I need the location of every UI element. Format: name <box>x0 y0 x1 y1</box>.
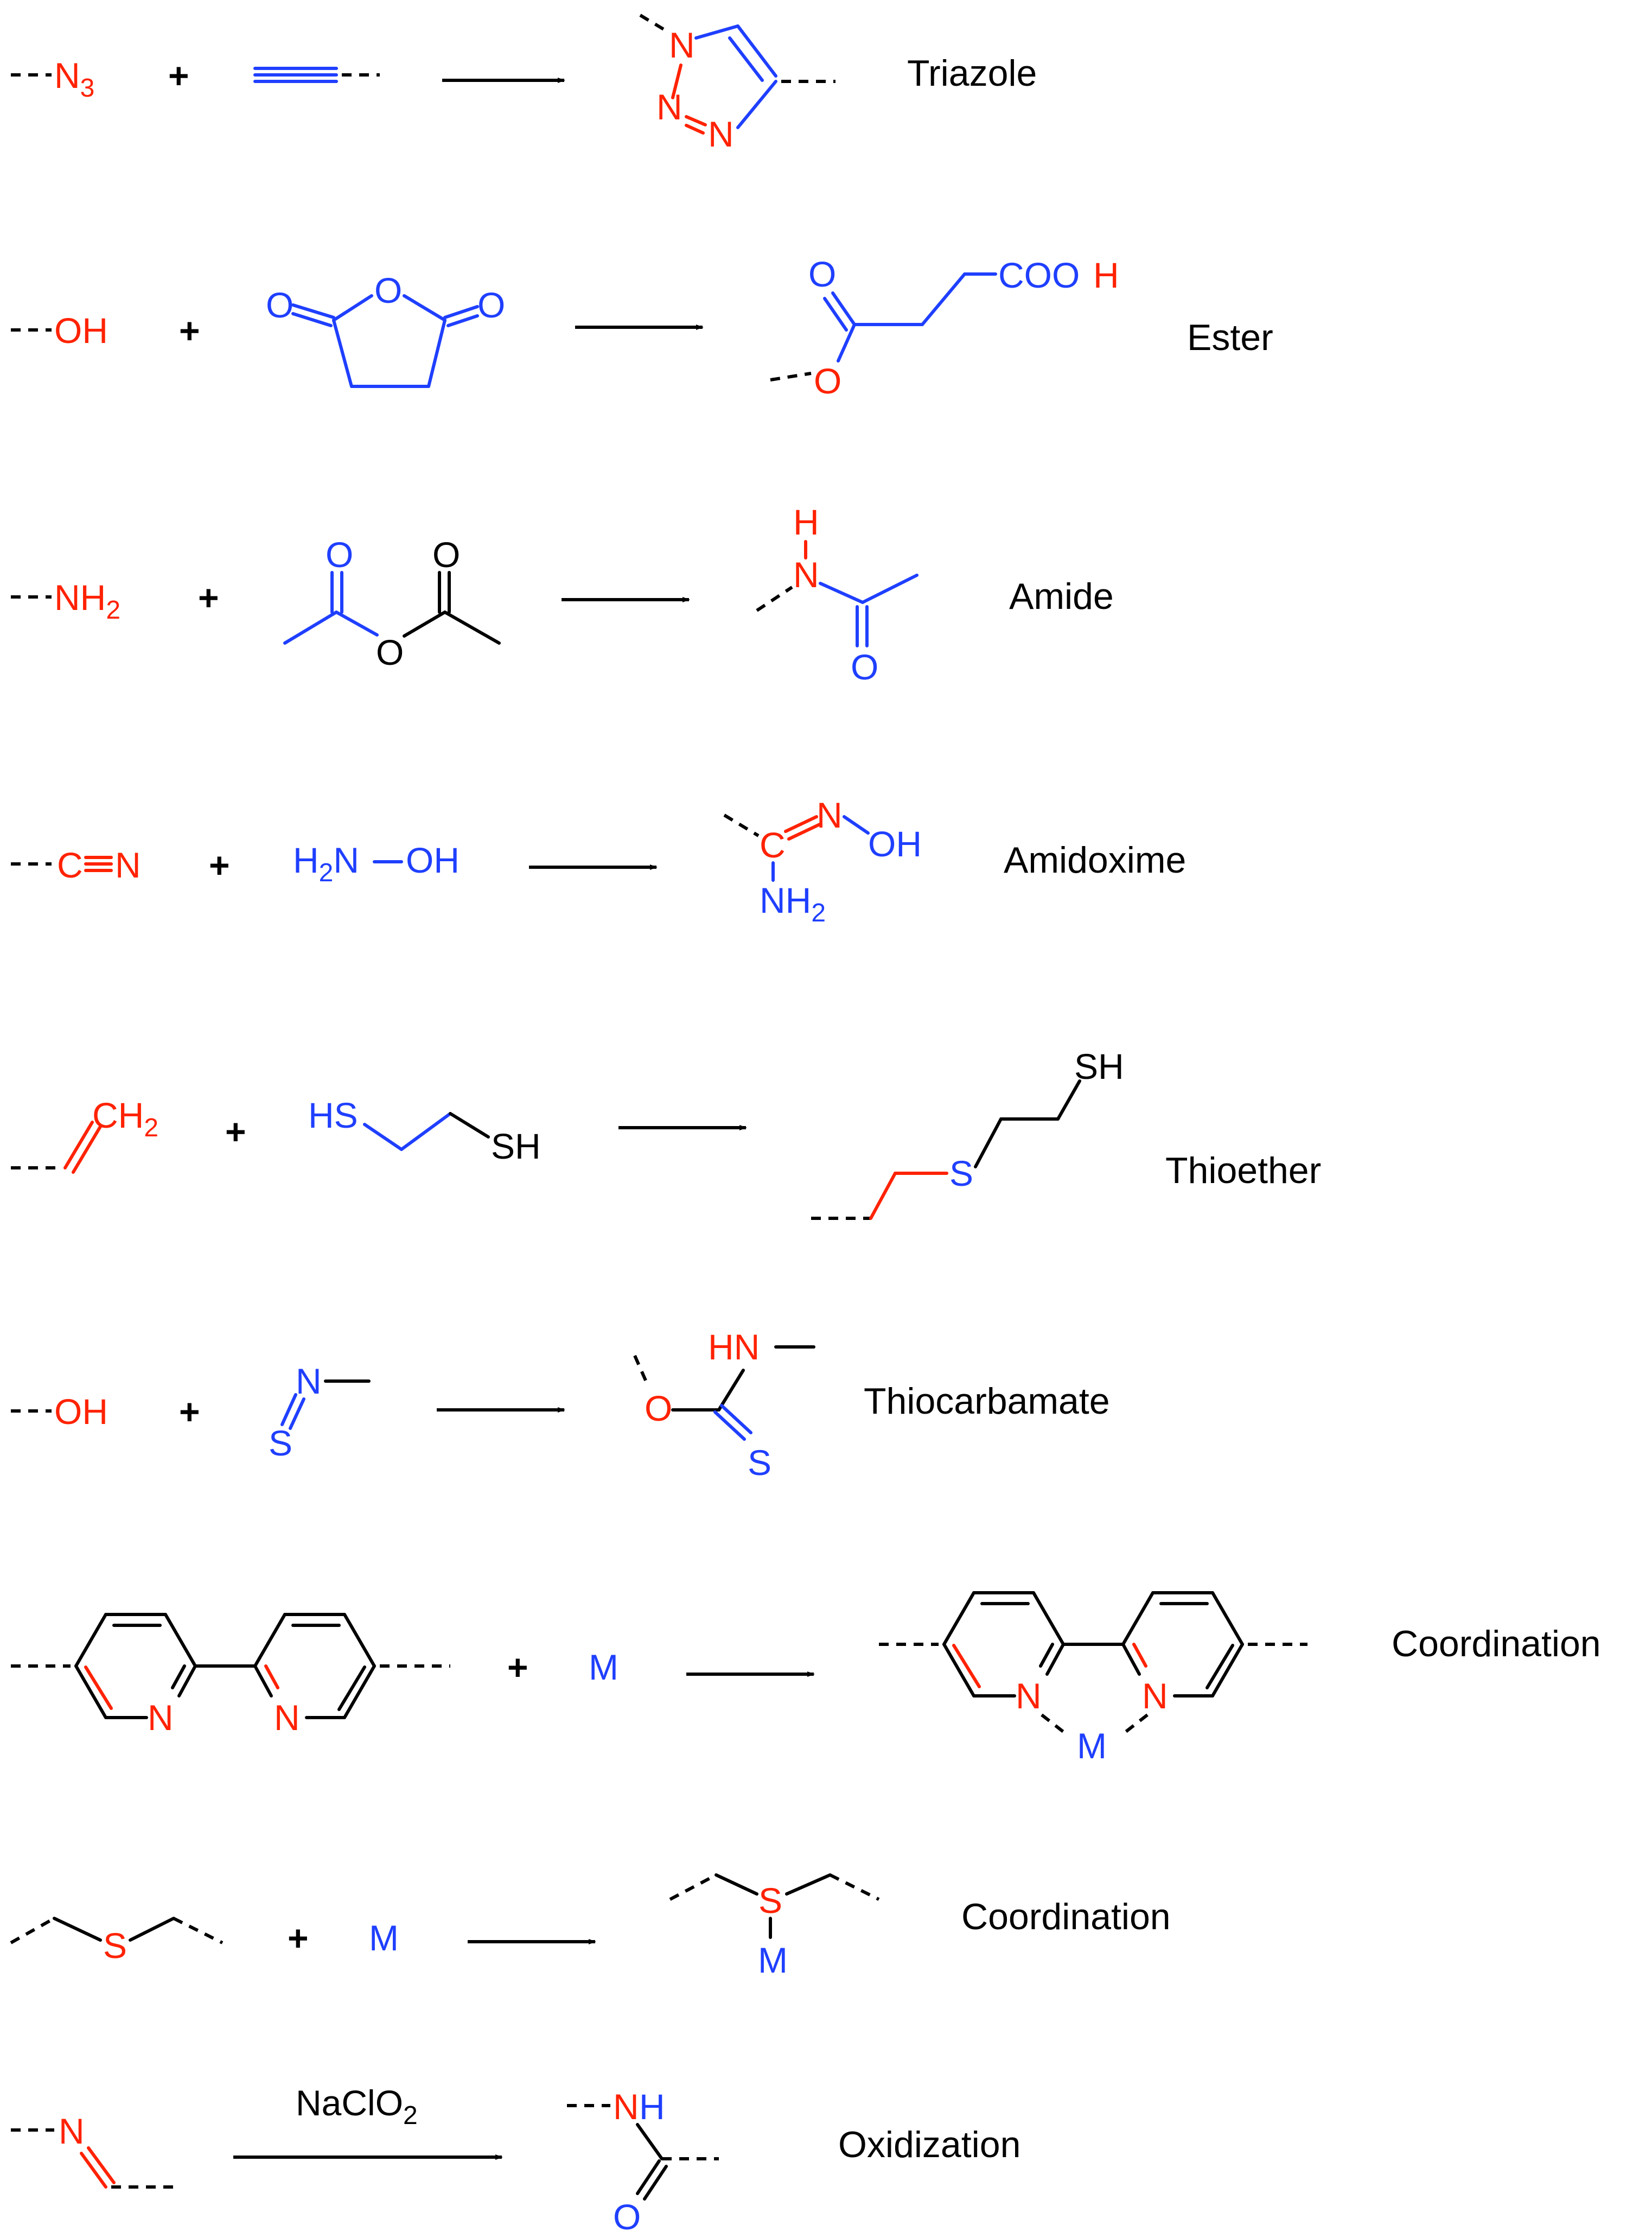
imine-reactant: N <box>11 2111 174 2189</box>
svg-text:N: N <box>148 1697 174 1738</box>
metal-label: M <box>369 1918 399 1958</box>
nitrile-c-label: C <box>57 845 83 885</box>
svg-text:N: N <box>656 87 683 127</box>
amide-product: H N O <box>756 502 919 687</box>
plus-sign: + <box>179 310 200 351</box>
svg-text:O: O <box>645 1388 672 1428</box>
hydroxyl-label: OH <box>54 310 108 351</box>
plus-sign: + <box>507 1647 528 1687</box>
amidoxime-product: C N OH NH2 <box>723 795 922 927</box>
plus-sign: + <box>209 845 230 885</box>
svg-text:N: N <box>817 795 843 835</box>
product-name: Amide <box>1009 576 1114 617</box>
svg-text:C: C <box>760 825 786 865</box>
reagent-label: NaClO2 <box>296 2083 418 2130</box>
svg-text:S: S <box>103 1925 127 1966</box>
svg-text:M: M <box>1077 1726 1107 1766</box>
svg-text:O: O <box>808 254 836 294</box>
svg-text:H2N: H2N <box>293 840 359 887</box>
reaction-amidoxime: C N + H2N OH C N OH NH2 Amidoxime <box>11 795 1186 927</box>
svg-text:O: O <box>814 361 841 401</box>
svg-text:O: O <box>326 535 353 575</box>
product-name: Coordination <box>1392 1623 1601 1664</box>
triazole-product: N N N <box>639 14 835 154</box>
vinyl-label: CH2 <box>92 1095 158 1142</box>
reaction-ester: OH + O O O O COO H O <box>11 254 1273 401</box>
product-name: Coordination <box>961 1896 1171 1937</box>
svg-text:N: N <box>613 2087 639 2127</box>
ester-product: O COO H O <box>770 254 1119 401</box>
succinic-anhydride: O O O <box>266 270 505 388</box>
plus-sign: + <box>288 1918 309 1958</box>
reaction-coordination-bipyridine: N N + M <box>11 1591 1601 1766</box>
product-name: Ester <box>1187 317 1273 358</box>
thioether-complex: S M <box>669 1873 880 1980</box>
svg-text:HS: HS <box>308 1095 358 1135</box>
svg-text:S: S <box>269 1423 292 1463</box>
svg-text:M: M <box>758 1940 788 1980</box>
svg-text:S: S <box>949 1153 973 1193</box>
svg-text:NH2: NH2 <box>760 880 826 927</box>
alkyne <box>253 67 380 83</box>
svg-text:O: O <box>376 632 404 672</box>
plus-sign: + <box>225 1111 246 1152</box>
plus-sign: + <box>179 1391 200 1432</box>
hydroxyl-label: OH <box>54 1391 108 1432</box>
product-name: Thioether <box>1165 1150 1321 1191</box>
bipyridine-ligand: N N <box>11 1613 450 1738</box>
reaction-thioether: CH2 + HS SH S SH Thioether <box>11 1046 1321 1220</box>
svg-text:N: N <box>296 1361 322 1401</box>
svg-text:H: H <box>1093 255 1119 295</box>
svg-text:SH: SH <box>491 1126 541 1166</box>
plus-sign: + <box>198 577 219 618</box>
thioether-ligand: S <box>10 1917 224 1966</box>
reaction-triazole: N3 + N N N Triazole <box>11 14 1037 154</box>
svg-text:O: O <box>266 285 294 325</box>
thiocarbamate-product: O HN S <box>633 1327 815 1483</box>
svg-text:OH: OH <box>868 824 922 864</box>
thioether-product: S SH <box>811 1046 1124 1220</box>
reaction-oxidization: N NaClO2 N H O Oxidization <box>11 2083 1020 2237</box>
svg-text:N: N <box>793 555 819 595</box>
svg-text:O: O <box>851 647 878 687</box>
reaction-coordination-thioether: S + M S M Coordination <box>10 1873 1171 1980</box>
svg-text:H: H <box>639 2087 665 2127</box>
reaction-amide: NH2 + O O O H N O Amide <box>11 502 1114 687</box>
hydroxylamine: H2N OH <box>293 840 460 887</box>
metal-label: M <box>589 1647 618 1687</box>
svg-text:N: N <box>1142 1676 1168 1716</box>
svg-text:N: N <box>669 25 695 65</box>
product-name: Thiocarbamate <box>864 1381 1110 1422</box>
svg-text:O: O <box>374 270 402 310</box>
svg-text:N: N <box>1016 1676 1042 1716</box>
ethanedithiol: HS SH <box>308 1095 541 1166</box>
svg-text:N: N <box>59 2111 85 2151</box>
acetic-anhydride: O O O <box>283 535 501 672</box>
svg-text:N: N <box>274 1697 300 1738</box>
svg-text:O: O <box>613 2197 641 2237</box>
amide-oxidation-product: N H O <box>567 2087 719 2237</box>
methyl-isothiocyanate: N S <box>269 1361 371 1463</box>
product-name: Amidoxime <box>1004 840 1186 881</box>
svg-text:OH: OH <box>406 840 460 880</box>
svg-text:S: S <box>758 1880 782 1921</box>
plus-sign: + <box>168 55 189 96</box>
svg-text:O: O <box>477 285 505 325</box>
svg-text:H: H <box>793 502 819 542</box>
svg-text:HN: HN <box>708 1327 760 1367</box>
azide-label: N3 <box>54 55 94 103</box>
bipyridine-complex: N N M <box>879 1591 1307 1766</box>
svg-text:SH: SH <box>1074 1046 1124 1086</box>
svg-text:S: S <box>748 1442 771 1483</box>
product-name: Triazole <box>907 53 1037 94</box>
nitrile-n-label: N <box>115 845 141 885</box>
svg-text:O: O <box>432 535 460 575</box>
svg-text:N: N <box>708 114 734 154</box>
amine-label: NH2 <box>54 577 120 625</box>
reaction-thiocarbamate: OH + N S O HN S Thiocarbamate <box>11 1327 1110 1483</box>
product-name: Oxidization <box>838 2124 1020 2165</box>
svg-text:COO: COO <box>998 255 1080 295</box>
